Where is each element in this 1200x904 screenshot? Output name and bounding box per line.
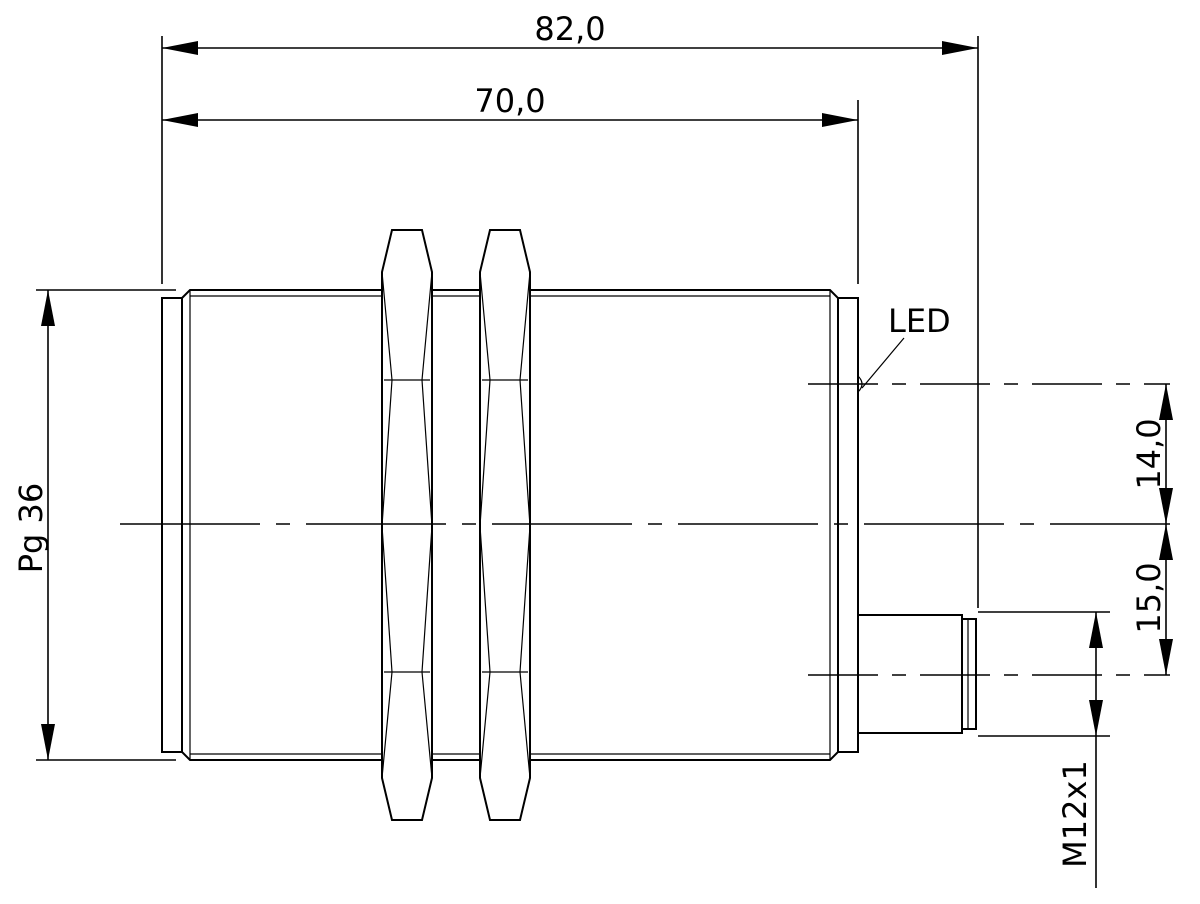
dimension-connector-thread: M12x1	[1056, 612, 1103, 888]
dimension-body-length: 70,0	[162, 82, 858, 127]
center-lines	[120, 383, 1170, 676]
dimension-led-offset: 14,0	[1130, 384, 1173, 524]
led-label: LED	[888, 302, 951, 340]
body-length-label: 70,0	[474, 82, 545, 120]
lock-nut-left	[381, 229, 433, 821]
dimension-thread-size: Pg 36	[12, 290, 55, 760]
dimension-connector-offset: 15,0	[1130, 524, 1173, 675]
overall-length-label: 82,0	[534, 10, 605, 48]
connector-plug	[857, 614, 977, 734]
thread-size-label: Pg 36	[12, 483, 50, 574]
lock-nut-right	[479, 229, 531, 821]
led-offset-label: 14,0	[1130, 418, 1168, 489]
connector-thread-label: M12x1	[1056, 760, 1094, 868]
connector-offset-label: 15,0	[1130, 562, 1168, 633]
dimension-overall-length: 82,0	[162, 10, 978, 55]
extension-lines	[36, 36, 1110, 761]
